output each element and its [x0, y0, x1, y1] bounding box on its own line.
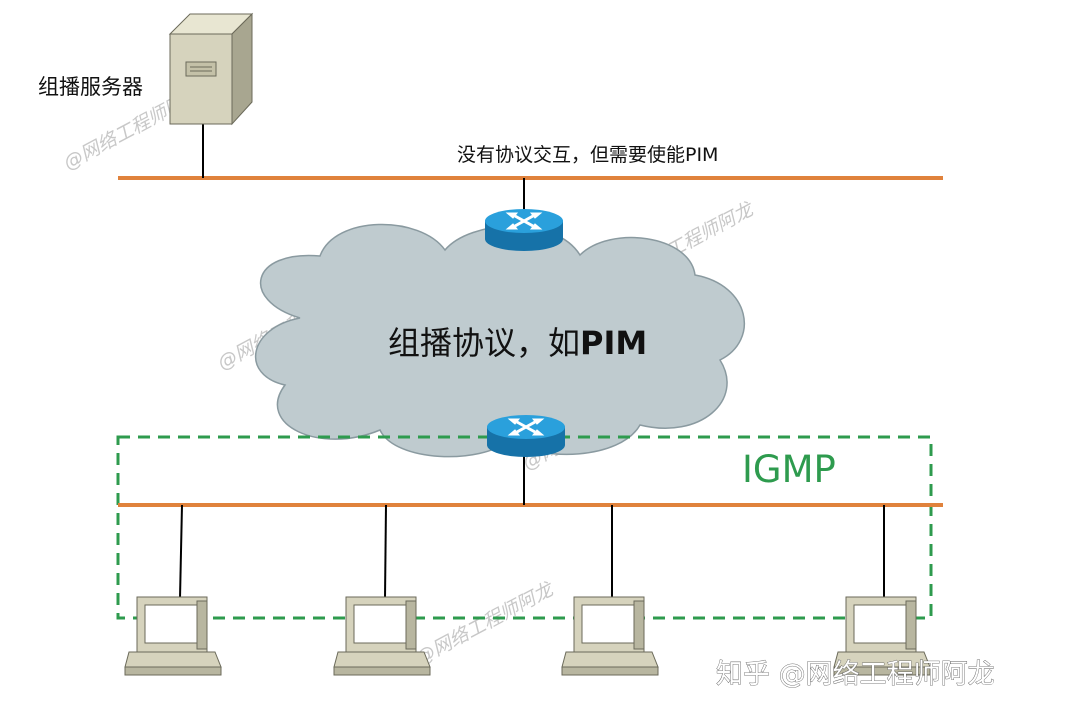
router-icon: [487, 415, 565, 457]
cloud-shape: [254, 223, 745, 458]
pc-link-1: [179, 504, 183, 599]
cloud-label-pim: PIM: [580, 324, 647, 362]
credit-watermark: 知乎 @网络工程师阿龙: [716, 659, 995, 690]
watermark-5: @网络工程师阿龙: [412, 578, 558, 670]
pc-icon: [561, 596, 659, 676]
multicast-cloud: 组播协议，如PIM: [254, 223, 745, 458]
pc-icon: [333, 596, 431, 676]
pc-link-2: [384, 504, 387, 599]
pc-icon: [833, 596, 931, 676]
server-icon: [168, 12, 254, 126]
cloud-label-prefix: 组播协议，如: [388, 324, 580, 362]
pc-icon: [124, 596, 222, 676]
router-icon: [485, 209, 563, 251]
server-label: 组播服务器: [38, 75, 143, 99]
upstream-note: 没有协议交互，但需要使能PIM: [457, 144, 718, 166]
cloud-label: 组播协议，如PIM: [388, 324, 647, 362]
igmp-label: IGMP: [742, 448, 836, 491]
